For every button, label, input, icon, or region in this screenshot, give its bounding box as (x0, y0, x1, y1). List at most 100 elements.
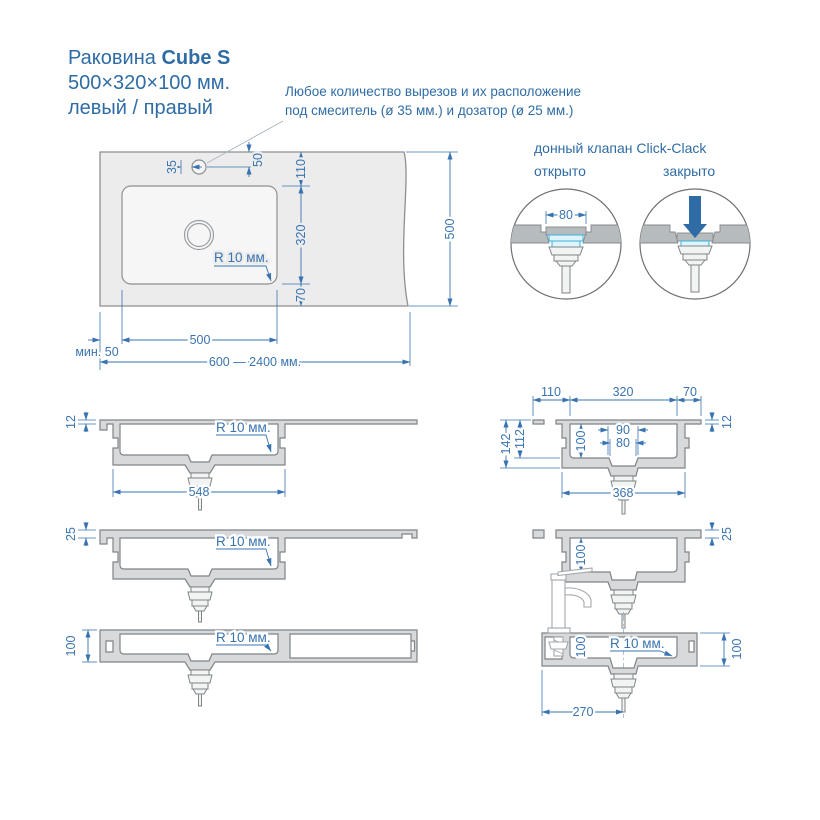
drain-outer (183, 219, 215, 251)
dim-inner: 100 (572, 537, 590, 573)
dim-height-total-label: 142 (499, 434, 513, 455)
dim-basin-width-label: 500 (190, 333, 211, 347)
section-profile (99, 419, 418, 474)
section-left-1: 12 R 10 мм. 548 (62, 412, 418, 511)
radius-note-label: R 10 мм. (216, 420, 271, 435)
valve-closed-drawing (640, 196, 750, 293)
product-model: Cube S (161, 47, 231, 69)
dim-inner-height-label: 100 (574, 545, 588, 566)
drain-fitting (610, 589, 637, 629)
drain-fitting (610, 673, 637, 713)
valve-closed-label: закрыто (663, 163, 715, 179)
dim-front-label: 110 (541, 385, 561, 399)
dim-thickness-label: 25 (64, 527, 78, 541)
dim-basin-depth: 320 (294, 225, 308, 246)
dim-drain-bottom-label: 80 (616, 436, 630, 450)
radius-note: R 10 мм. (214, 532, 273, 567)
radius-note-label: R 10 мм. (214, 250, 269, 265)
dim-drain-top-label: 90 (616, 423, 630, 437)
dim-chain-depth: 110 320 70 (282, 151, 310, 307)
section-right-3: 100 R 10 мм. 100 270 (541, 567, 746, 721)
valve-heading: донный клапан Click-Clack (534, 140, 707, 156)
faucet-spout (564, 587, 592, 608)
dim-thickness-label: 100 (64, 636, 78, 657)
basin-outline (121, 185, 278, 285)
dim-thickness-label: 12 (64, 415, 78, 429)
section-profile (541, 632, 698, 675)
valve-open-drawing (511, 224, 621, 294)
dim-length-range-label: 600 — 2400 мм. (209, 355, 301, 369)
dim-height-floor-label: 112 (513, 429, 527, 449)
dim-bottom-margin: 70 (294, 288, 308, 302)
dim-basin-label: 320 (613, 385, 634, 399)
title-block: Раковина Cube S 500×320×100 мм. левый / … (68, 46, 230, 121)
radius-note: R 10 мм. (214, 628, 273, 652)
product-title: Раковина Cube S (68, 46, 230, 71)
dim-width-548: 548 (112, 469, 286, 501)
dim-height-right: 100 (700, 632, 746, 667)
drain-fitting (187, 669, 213, 707)
dim-hole-diameter: 35 (163, 158, 202, 176)
faucet-body (551, 579, 566, 629)
dim-width-368: 368 (561, 472, 686, 502)
dim-thickness-right: 12 (705, 412, 736, 432)
radius-note: R 10 мм. (214, 418, 273, 453)
valve-open-label: открыто (534, 163, 586, 179)
dim-min-margin-label: мин. 50 (75, 345, 118, 359)
dim-chain-top: 110 320 70 (532, 383, 702, 416)
dim-total-depth: 500 (406, 151, 459, 307)
faucet-lever (557, 567, 593, 577)
section-left-2: 25 R 10 мм. (62, 522, 418, 623)
dim-total-depth-label: 500 (443, 219, 457, 240)
dim-thickness-right: 25 (705, 522, 736, 546)
faucet-base (547, 627, 571, 634)
radius-note-label: R 10 мм. (610, 636, 665, 651)
dim-hole-edge-label: 50 (251, 153, 265, 167)
product-variant: левый / правый (68, 97, 213, 119)
dim-inner: 100 90 80 (572, 421, 648, 459)
dim-drain-offset-label: 270 (573, 705, 594, 719)
product-name: Раковина (68, 47, 156, 69)
press-arrow-icon (683, 196, 707, 238)
dim-inner: 100 (572, 634, 591, 659)
cutout-note-line1: Любое количество вырезов и их расположен… (285, 84, 582, 99)
valve-cap-dim: 80 (545, 206, 587, 224)
dim-inner-height-label: 100 (574, 637, 588, 658)
note-leader-line (206, 120, 284, 164)
dim-height-label: 100 (730, 639, 744, 660)
dim-hole-from-edge: 50 (207, 142, 267, 177)
valve-cap-dim-label: 80 (559, 208, 573, 222)
dim-thickness-label: 25 (720, 527, 734, 541)
section-profile (532, 419, 702, 477)
dim-inner-height-label: 100 (574, 431, 588, 452)
radius-note-top: R 10 мм. (212, 248, 272, 282)
cutout-note: Любое количество вырезов и их расположен… (285, 82, 581, 120)
top-view: 35 50 110 320 70 (73, 120, 459, 371)
dim-bottom-group: 500 мин. 50 600 — 2400 мм. (73, 290, 411, 371)
product-size: 500×320×100 мм. (68, 72, 231, 94)
radius-note-label: R 10 мм. (216, 534, 271, 549)
section-profile (99, 629, 418, 671)
radius-note-label: R 10 мм. (216, 630, 271, 645)
dim-thickness-100: 100 (62, 629, 97, 663)
dim-heights-left: 112 142 (497, 419, 560, 469)
valve-detail: донный клапан Click-Clack открыто закрыт… (510, 140, 751, 300)
dim-hole-label: 35 (165, 160, 179, 174)
dim-thickness-25: 25 (62, 522, 96, 546)
drain-inner (186, 222, 212, 248)
section-right-2: 100 25 (532, 522, 736, 629)
section-profile (99, 529, 418, 588)
drain-fitting (187, 586, 213, 623)
faucet-shank (548, 636, 569, 657)
dim-width-label: 548 (189, 485, 210, 499)
dim-drain-offset: 270 (541, 670, 624, 721)
dim-top-margin: 110 (294, 159, 308, 179)
dim-back-label: 70 (683, 385, 697, 399)
radius-note: R 10 мм. (608, 634, 673, 657)
dim-thickness-label: 12 (720, 415, 734, 429)
dim-width-label: 368 (613, 486, 634, 500)
faucet-drawing (547, 567, 593, 657)
cutout-note-line2: под смеситель (ø 35 мм.) и дозатор (ø 25… (285, 103, 574, 118)
